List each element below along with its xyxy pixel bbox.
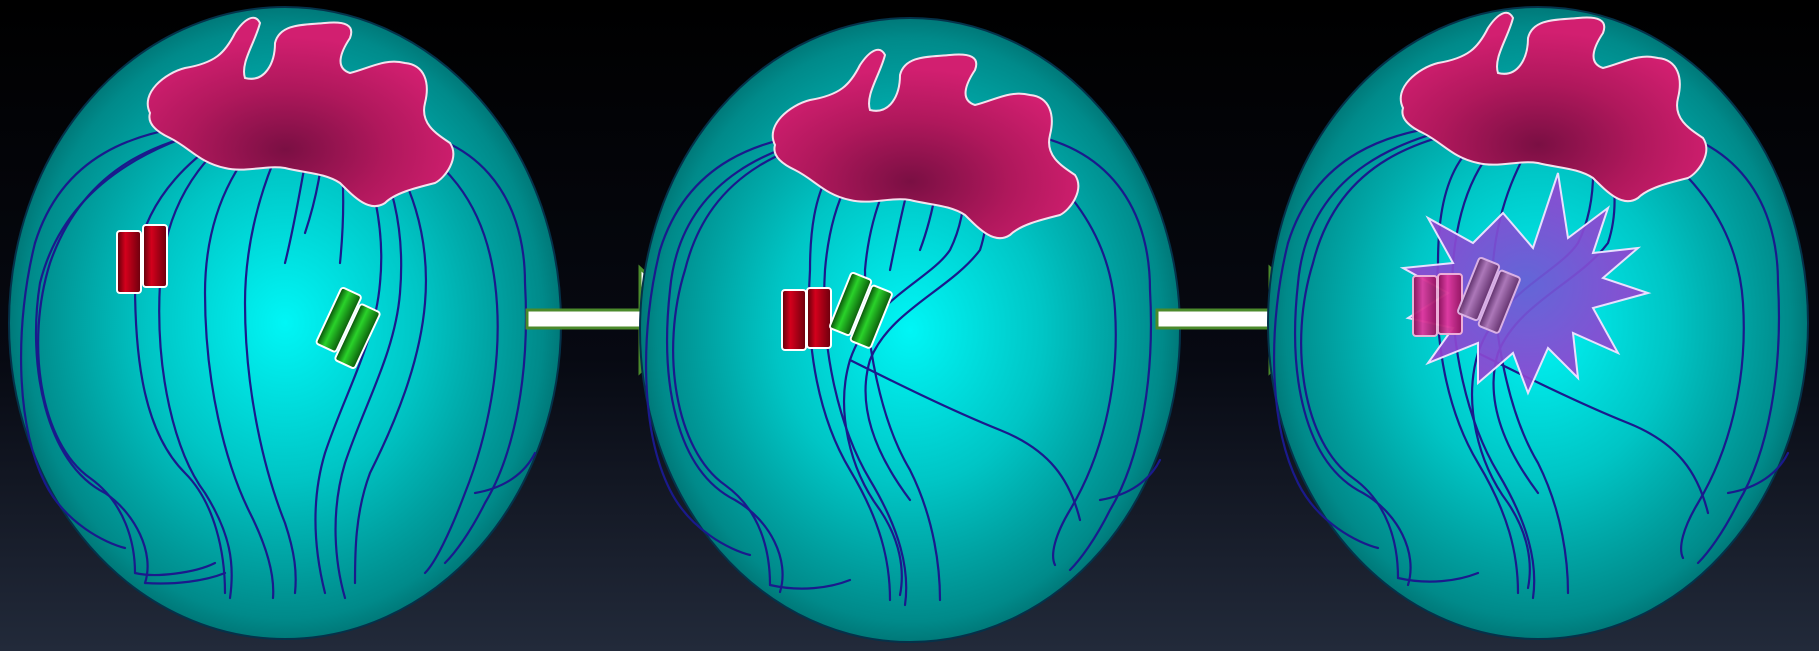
cell-1 xyxy=(9,7,561,639)
red-locus xyxy=(782,288,831,350)
cell-2 xyxy=(640,18,1180,642)
red-locus xyxy=(1413,274,1462,336)
red-locus xyxy=(117,225,167,293)
cell-3 xyxy=(1268,7,1808,639)
